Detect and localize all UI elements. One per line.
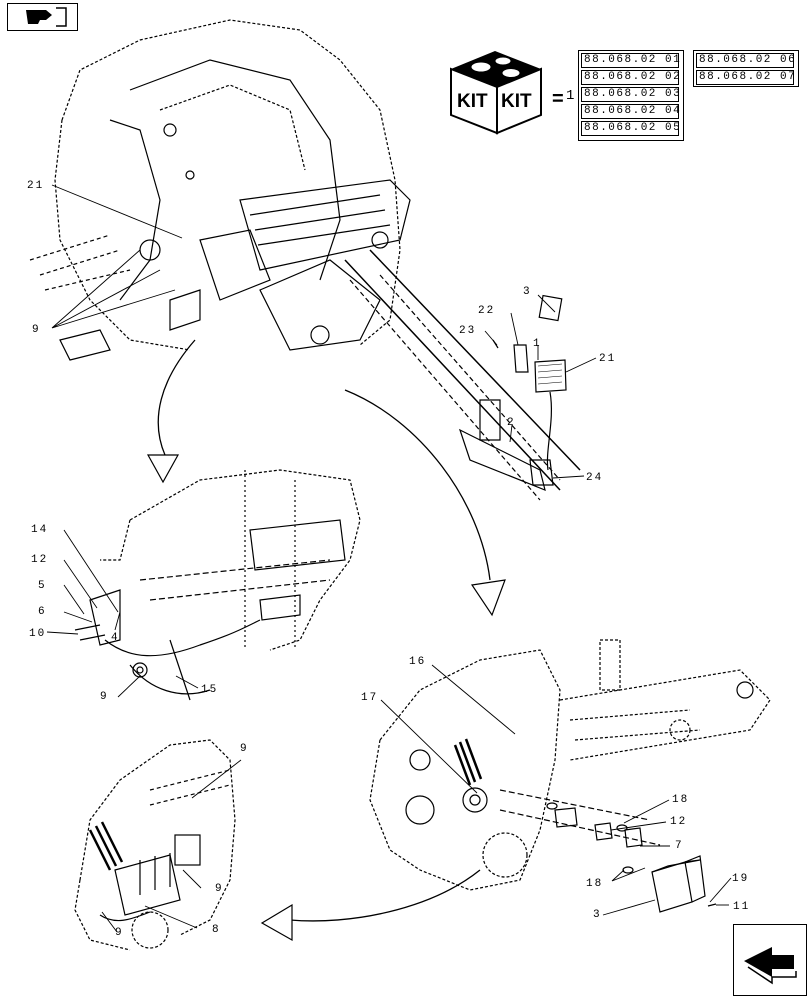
callout-24[interactable]: 24	[586, 472, 603, 484]
callout-16[interactable]: 16	[409, 656, 426, 668]
kit-code-link[interactable]: 88.068.02 02	[581, 70, 680, 85]
callout-11[interactable]: 11	[733, 901, 750, 913]
callout-9[interactable]: 9	[32, 324, 41, 336]
kit-label-right: KIT	[501, 91, 532, 112]
callout-1[interactable]: 1	[533, 338, 542, 350]
kit-box-icon: KIT KIT	[445, 45, 545, 137]
kit-code-link[interactable]: 88.068.02 05	[581, 121, 680, 136]
kit-code-link[interactable]: 88.068.02 07	[696, 70, 795, 85]
kit-code-link[interactable]: 88.068.02 01	[581, 53, 680, 68]
callout-22[interactable]: 22	[478, 305, 495, 317]
callout-5[interactable]: 5	[38, 580, 47, 592]
callout-18[interactable]: 18	[586, 878, 603, 890]
callout-21[interactable]: 21	[599, 353, 616, 365]
kit-code-table-a	[578, 50, 684, 141]
callout-15[interactable]: 15	[201, 684, 218, 696]
callout-19[interactable]: 19	[732, 873, 749, 885]
callout-12[interactable]: 12	[31, 554, 48, 566]
next-page-arrow-icon[interactable]	[733, 924, 807, 996]
callout-3[interactable]: 3	[593, 909, 602, 921]
callout-6[interactable]: 6	[38, 606, 47, 618]
callout-3[interactable]: 3	[523, 286, 532, 298]
previous-page-arrow-icon[interactable]	[7, 3, 78, 31]
callout-7[interactable]: 7	[675, 840, 684, 852]
callout-4[interactable]: 4	[111, 632, 120, 644]
callout-9[interactable]: 9	[240, 743, 249, 755]
callout-14[interactable]: 14	[31, 524, 48, 536]
kit-code-link[interactable]: 88.068.02 04	[581, 104, 680, 119]
callout-17[interactable]: 17	[361, 692, 378, 704]
callout-2[interactable]: 2	[507, 417, 516, 429]
callout-10[interactable]: 10	[29, 628, 46, 640]
kit-code-table-b	[693, 50, 799, 87]
kit-label-left: KIT	[457, 91, 488, 112]
kit-count: 1	[566, 88, 575, 104]
callout-9[interactable]: 9	[215, 883, 224, 895]
callout-21[interactable]: 21	[27, 180, 44, 192]
callout-18[interactable]: 18	[672, 794, 689, 806]
kit-equals-sign: =	[552, 88, 564, 110]
callout-8[interactable]: 8	[212, 924, 221, 936]
kit-code-link[interactable]: 88.068.02 03	[581, 87, 680, 102]
callout-23[interactable]: 23	[459, 325, 476, 337]
callout-9[interactable]: 9	[115, 927, 124, 939]
callout-12[interactable]: 12	[670, 816, 687, 828]
callout-9[interactable]: 9	[100, 691, 109, 703]
kit-code-link[interactable]: 88.068.02 06	[696, 53, 795, 68]
